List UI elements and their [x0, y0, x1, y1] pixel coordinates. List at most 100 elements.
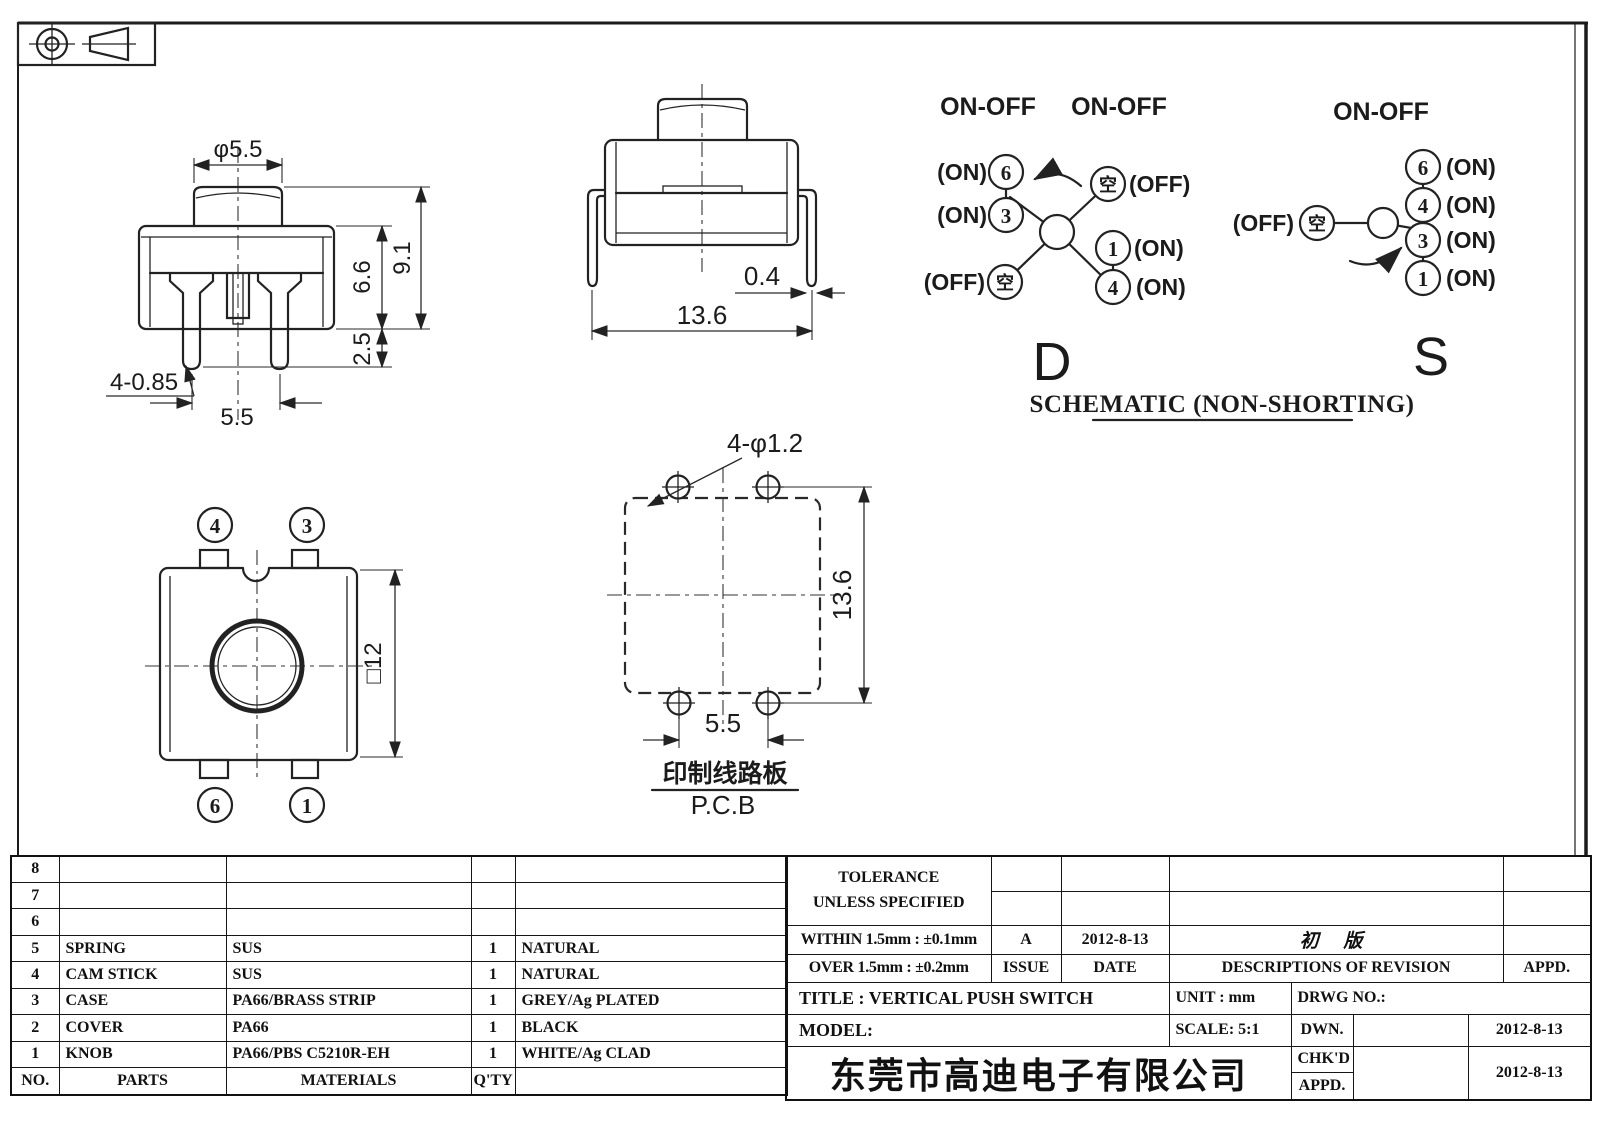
- bom-cell: CASE: [58, 987, 227, 1016]
- schematic-d-empty-bottom: 空: [996, 272, 1014, 293]
- chkd-signature-cell: [1352, 1045, 1469, 1100]
- schematic-s-off: (OFF): [1233, 210, 1294, 236]
- scale-cell: SCALE: 5:1: [1168, 1013, 1292, 1047]
- title-block-row: OVER 1.5mm : ±0.2mm ISSUE DATE DESCRIPTI…: [785, 953, 1592, 983]
- dwn-signature-cell: [1352, 1013, 1469, 1047]
- dwn-label: DWN.: [1290, 1013, 1354, 1047]
- dim-total-height: 9.1: [389, 241, 416, 274]
- title-block-row: 东莞市高迪电子有限公司 CHK'D 2012-8-13: [785, 1045, 1592, 1100]
- bom-cell: 7: [10, 881, 60, 910]
- front-view-drawing: φ5.5 6.6 9.1 2.5 4-0.85 5.5: [106, 136, 430, 431]
- appd-header: APPD.: [1502, 953, 1592, 983]
- bom-cell: KNOB: [58, 1040, 227, 1069]
- bom-row-1: 1 KNOB PA66/PBS C5210R-EH 1 WHITE/Ag CLA…: [10, 1040, 788, 1069]
- schematic-s-terminal-4: 4: [1418, 194, 1429, 218]
- tolerance-line2: UNLESS SPECIFIED: [812, 893, 965, 911]
- bom-row-5: 5 SPRING SUS 1 NATURAL: [10, 934, 788, 963]
- bom-cell: [225, 908, 472, 936]
- terminal-1-label: 1: [302, 794, 313, 818]
- pcb-holes: [662, 471, 784, 719]
- dim-leg-pitch: 5.5: [220, 404, 253, 431]
- bom-cell: 8: [10, 855, 60, 883]
- dim-leg-thickness: 0.4: [744, 261, 780, 291]
- schematic-caption: SCHEMATIC (NON-SHORTING): [1030, 391, 1414, 422]
- empty-cell: [1502, 855, 1592, 892]
- schematic-s-empty: 空: [1308, 213, 1326, 234]
- empty-cell: [990, 890, 1062, 926]
- unit-cell: UNIT : mm: [1168, 981, 1292, 1015]
- terminal-4-label: 4: [210, 514, 221, 538]
- bom-cell: GREY/Ag PLATED: [514, 987, 788, 1016]
- drawing-canvas: φ5.5 6.6 9.1 2.5 4-0.85 5.5 0.4: [16, 21, 1588, 856]
- bom-cell: BLACK: [514, 1014, 788, 1042]
- schematic-d-on-4: (ON): [1136, 274, 1186, 300]
- schematic-s-terminal-6: 6: [1418, 156, 1429, 180]
- empty-cell: [1168, 855, 1504, 892]
- bottom-view-drawing: 4 3 6 1 □12: [145, 506, 403, 824]
- title-block-row: WITHIN 1.5mm : ±0.1mm A 2012-8-13 初 版: [785, 924, 1592, 955]
- bom-row-4: 4 CAM STICK SUS 1 NATURAL: [10, 961, 788, 989]
- company-name: 东莞市高迪电子有限公司: [785, 1045, 1292, 1100]
- dim-leg-length: 2.5: [349, 332, 376, 365]
- title-block-row: MODEL: SCALE: 5:1 DWN. 2012-8-13: [785, 1013, 1592, 1047]
- bom-header-qty: Q'TY: [470, 1067, 516, 1096]
- bom-cell: [225, 855, 472, 883]
- schematic-d-heading-right: ON-OFF: [1071, 93, 1167, 121]
- drawing-title: TITLE : VERTICAL PUSH SWITCH: [785, 981, 1170, 1015]
- bom-cell: SUS: [225, 934, 472, 963]
- bom-cell: 2: [10, 1014, 60, 1042]
- bom-cell: [514, 908, 788, 936]
- pcb-label-english: P.C.B: [691, 790, 756, 820]
- schematic-s: ON-OFF 6 4 3 1 空 (OFF) (ON) (ON) (ON) (O…: [1233, 98, 1496, 387]
- schematic-d-empty-top: 空: [1099, 174, 1117, 195]
- schematic-s-terminal-1: 1: [1418, 267, 1429, 291]
- sheet-frame: [17, 21, 1588, 856]
- schematic-d-on-6: (ON): [937, 159, 987, 185]
- bom-cell: [514, 855, 788, 883]
- bom-cell: [58, 855, 227, 883]
- empty-cell: [1502, 924, 1592, 955]
- pcb-layout-drawing: 4-φ1.2 13.6 5.5 印制线路板 P.C.B: [607, 428, 872, 820]
- empty-cell: [1168, 890, 1504, 926]
- bom-cell: 1: [10, 1040, 60, 1069]
- schematic-s-terminal-3: 3: [1418, 229, 1429, 253]
- bom-cell: [514, 881, 788, 910]
- projection-symbol: [16, 21, 157, 67]
- bom-cell: CAM STICK: [58, 961, 227, 989]
- issue-value: A: [990, 924, 1062, 955]
- bom-row-3: 3 CASE PA66/BRASS STRIP 1 GREY/Ag PLATED: [10, 987, 788, 1016]
- appd-label-2: APPD.: [1290, 1071, 1354, 1101]
- bom-cell: 1: [470, 961, 516, 989]
- bom-cell: 1: [470, 934, 516, 963]
- schematic-d-letter: D: [1033, 332, 1072, 392]
- schematic-d-on-3: (ON): [937, 202, 987, 228]
- dim-square-size: □12: [360, 642, 387, 683]
- schematic-s-on-4: (ON): [1446, 192, 1496, 218]
- bom-cell: 1: [470, 1014, 516, 1042]
- empty-cell: [1060, 890, 1170, 926]
- dim-overall-width: 13.6: [677, 300, 728, 330]
- bom-row-8: 8: [10, 855, 788, 883]
- terminal-6-label: 6: [210, 794, 221, 818]
- empty-cell: [1060, 855, 1170, 892]
- schematic-d-terminal-6: 6: [1001, 161, 1012, 185]
- bom-row-7: 7: [10, 881, 788, 910]
- pcb-label-chinese: 印制线路板: [662, 759, 787, 788]
- chkd-date: 2012-8-13: [1467, 1045, 1592, 1100]
- bom-header-materials: MATERIALS: [225, 1067, 472, 1096]
- tolerance-over: OVER 1.5mm : ±0.2mm: [785, 953, 992, 983]
- schematic-d-terminal-4: 4: [1108, 276, 1119, 300]
- drwg-no-cell: DRWG NO.:: [1290, 981, 1592, 1015]
- bom-header-parts: PARTS: [58, 1067, 227, 1096]
- chkd-label: CHK'D: [1290, 1045, 1354, 1073]
- bom-header-no: NO.: [10, 1067, 60, 1096]
- terminal-3-label: 3: [302, 514, 313, 538]
- schematic-s-on-1: (ON): [1446, 265, 1496, 291]
- bom-header-color: [514, 1067, 788, 1096]
- schematic-s-on-3: (ON): [1446, 227, 1496, 253]
- bom-cell: 5: [10, 934, 60, 963]
- bom-cell: PA66/PBS C5210R-EH: [225, 1040, 472, 1069]
- bom-cell: [470, 855, 516, 883]
